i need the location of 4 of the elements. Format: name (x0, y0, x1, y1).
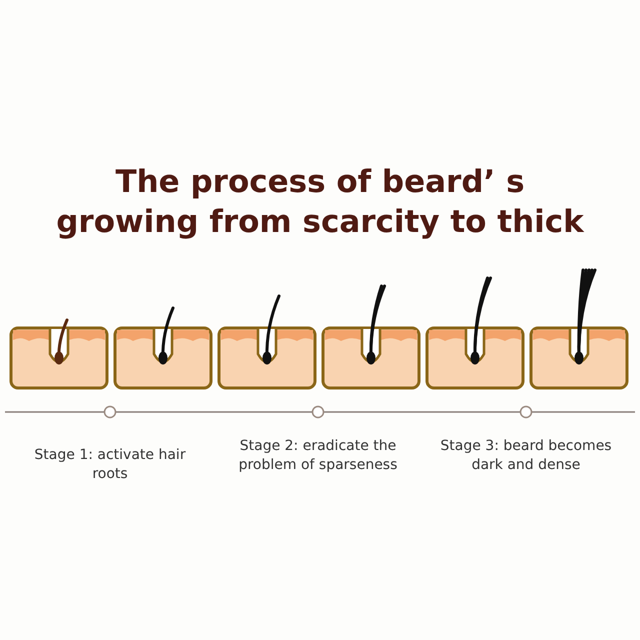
stage-caption: Stage 1: activate hair roots (33, 446, 187, 484)
stage-caption: Stage 2: eradicate the problem of sparseness (238, 437, 398, 475)
title: The process of beard’ s growing from scarcity to thick (55, 163, 586, 242)
stage-caption: Stage 3: beard becomes dark and dense (439, 437, 613, 475)
